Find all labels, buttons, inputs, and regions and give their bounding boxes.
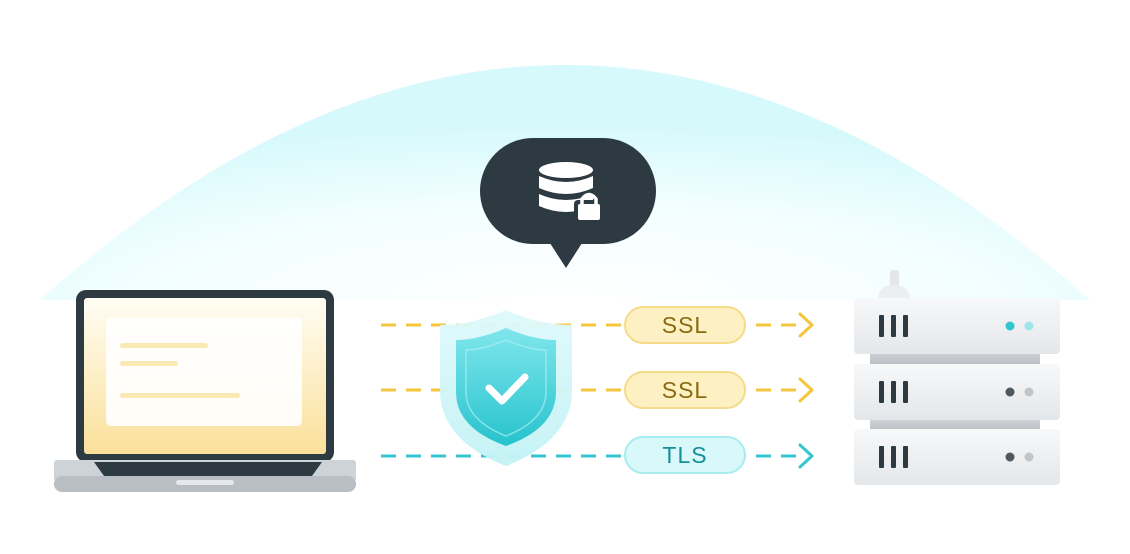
arrowhead-1 [798, 312, 814, 338]
server-rack-icon [854, 270, 1060, 485]
arrowhead-3 [798, 443, 814, 469]
ssl-badge-2: SSL [624, 371, 746, 409]
ssl-badge-1: SSL [624, 306, 746, 344]
laptop-icon [54, 290, 356, 492]
database-lock-bubble [480, 138, 656, 268]
tls-badge: TLS [624, 436, 746, 474]
arrowhead-2 [798, 377, 814, 403]
database-lock-icon [539, 162, 604, 224]
shield-check-icon [440, 310, 572, 466]
